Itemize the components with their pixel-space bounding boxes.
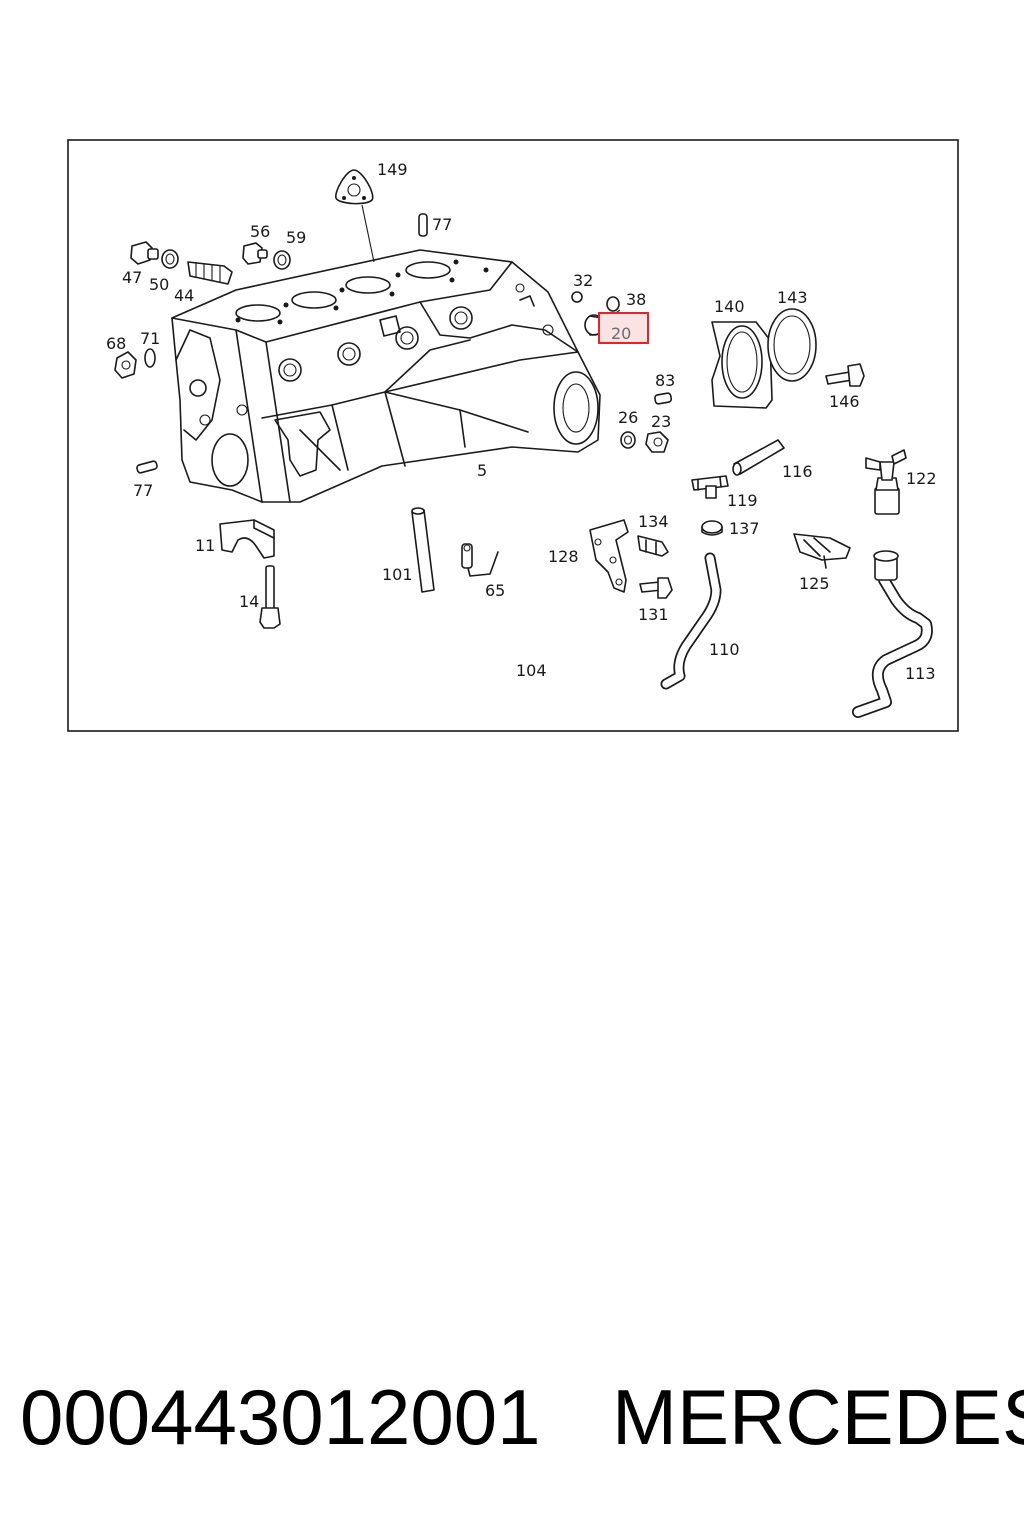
label-110[interactable]: 110 — [709, 640, 740, 659]
pin-part-83[interactable] — [654, 392, 673, 405]
label-14[interactable]: 14 — [239, 592, 259, 611]
valve-part-44[interactable] — [187, 261, 233, 285]
label-59[interactable]: 59 — [286, 228, 306, 247]
label-116[interactable]: 116 — [782, 462, 813, 481]
rear-cover-part-140[interactable] — [711, 321, 773, 409]
brand-name: MERCEDES — [612, 1373, 1024, 1461]
label-143[interactable]: 143 — [777, 288, 808, 307]
hose-part-110[interactable] — [660, 552, 722, 690]
tube-part-101[interactable] — [411, 507, 435, 593]
ring-part-38[interactable] — [606, 296, 620, 312]
highlight-box-20 — [598, 312, 649, 344]
bolt-part-131[interactable] — [639, 577, 673, 599]
label-32[interactable]: 32 — [573, 271, 593, 290]
clip-part-134[interactable] — [637, 535, 669, 557]
label-125[interactable]: 125 — [799, 574, 830, 593]
part-number: 000443012001 — [20, 1373, 541, 1461]
reference-labels: 149 77 56 59 47 50 44 68 71 32 38 20 140… — [106, 160, 937, 683]
label-134[interactable]: 134 — [638, 512, 669, 531]
label-23[interactable]: 23 — [651, 412, 671, 431]
clamp-part-137[interactable] — [701, 520, 723, 536]
dowel-pin-part-77-left[interactable] — [136, 460, 158, 474]
seal-ring-part-71[interactable] — [144, 348, 156, 368]
ring-part-32[interactable] — [571, 291, 583, 303]
hose-part-104[interactable] — [532, 608, 592, 690]
bolt-part-146[interactable] — [825, 363, 865, 387]
label-83[interactable]: 83 — [655, 371, 675, 390]
label-119[interactable]: 119 — [727, 491, 758, 510]
label-104[interactable]: 104 — [516, 661, 547, 680]
fitting-part-122[interactable] — [865, 449, 907, 515]
label-77-left[interactable]: 77 — [133, 481, 153, 500]
bracket-part-125[interactable] — [793, 533, 851, 569]
label-77-top[interactable]: 77 — [432, 215, 452, 234]
tube-part-116[interactable] — [732, 439, 785, 476]
label-128[interactable]: 128 — [548, 547, 579, 566]
hose-part-113[interactable] — [852, 550, 933, 718]
label-131[interactable]: 131 — [638, 605, 669, 624]
label-101[interactable]: 101 — [382, 565, 413, 584]
label-47[interactable]: 47 — [122, 268, 142, 287]
ring-part-26[interactable] — [620, 431, 636, 449]
gasket-part-149[interactable] — [335, 169, 375, 263]
bearing-cap-part-11[interactable] — [219, 519, 275, 559]
engine-block-part-5[interactable] — [171, 249, 601, 503]
plug-part-23[interactable] — [645, 431, 669, 453]
label-113[interactable]: 113 — [905, 664, 936, 683]
label-149[interactable]: 149 — [377, 160, 408, 179]
label-44[interactable]: 44 — [174, 286, 194, 305]
label-26[interactable]: 26 — [618, 408, 638, 427]
sensor-part-65[interactable] — [461, 543, 499, 577]
seal-ring-part-59[interactable] — [273, 250, 291, 270]
label-56[interactable]: 56 — [250, 222, 270, 241]
dowel-pin-part-77-top[interactable] — [418, 213, 428, 237]
label-11[interactable]: 11 — [195, 536, 215, 555]
label-65[interactable]: 65 — [485, 581, 505, 600]
seal-ring-part-50[interactable] — [161, 249, 179, 269]
label-20[interactable]: 20 — [611, 324, 631, 343]
bolt-part-14[interactable] — [259, 565, 281, 629]
label-146[interactable]: 146 — [829, 392, 860, 411]
label-137[interactable]: 137 — [729, 519, 760, 538]
bracket-part-128[interactable] — [589, 519, 629, 593]
label-71[interactable]: 71 — [140, 329, 160, 348]
label-50[interactable]: 50 — [149, 275, 169, 294]
label-140[interactable]: 140 — [714, 297, 745, 316]
t-fitting-part-119[interactable] — [691, 475, 729, 499]
plug-part-56[interactable] — [242, 242, 268, 265]
label-122[interactable]: 122 — [906, 469, 937, 488]
label-68[interactable]: 68 — [106, 334, 126, 353]
label-38[interactable]: 38 — [626, 290, 646, 309]
plug-part-47[interactable] — [130, 241, 159, 265]
label-5[interactable]: 5 — [477, 461, 487, 480]
plug-part-68[interactable] — [114, 351, 137, 379]
seal-part-143[interactable] — [767, 308, 817, 382]
